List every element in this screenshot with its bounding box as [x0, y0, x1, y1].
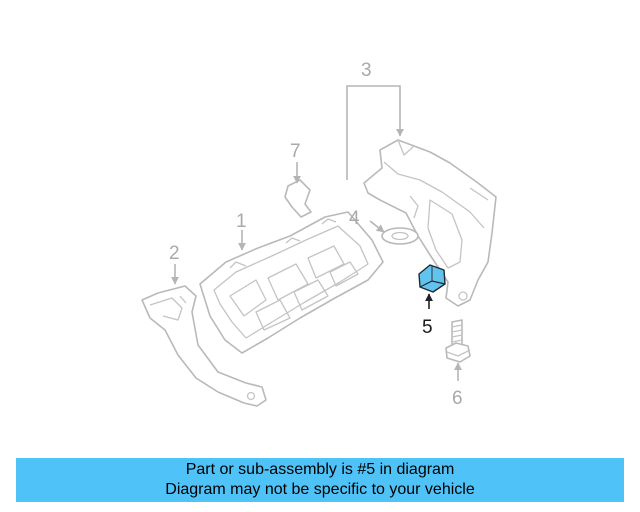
- callout-7: 7: [290, 141, 301, 162]
- callout-2: 2: [169, 243, 180, 264]
- info-banner: Part or sub-assembly is #5 in diagram Di…: [16, 458, 624, 502]
- banner-line-2: Diagram may not be specific to your vehi…: [165, 481, 475, 498]
- callout-6: 6: [452, 388, 463, 409]
- callout-5: 5: [422, 317, 433, 338]
- leader-lines: [171, 85, 462, 381]
- part-4-seal: [381, 227, 419, 245]
- part-6-bolt: [445, 319, 471, 363]
- part-7-clip: [284, 179, 312, 218]
- callout-3: 3: [361, 60, 372, 81]
- callout-4: 4: [349, 208, 360, 229]
- callout-1: 1: [236, 211, 247, 232]
- banner-line-1: Part or sub-assembly is #5 in diagram: [185, 461, 455, 478]
- part-1-undercover: [199, 211, 384, 354]
- part-5-clip[interactable]: [418, 264, 446, 293]
- part-2-bracket: [141, 285, 267, 407]
- part-3-side-cover: [363, 139, 497, 307]
